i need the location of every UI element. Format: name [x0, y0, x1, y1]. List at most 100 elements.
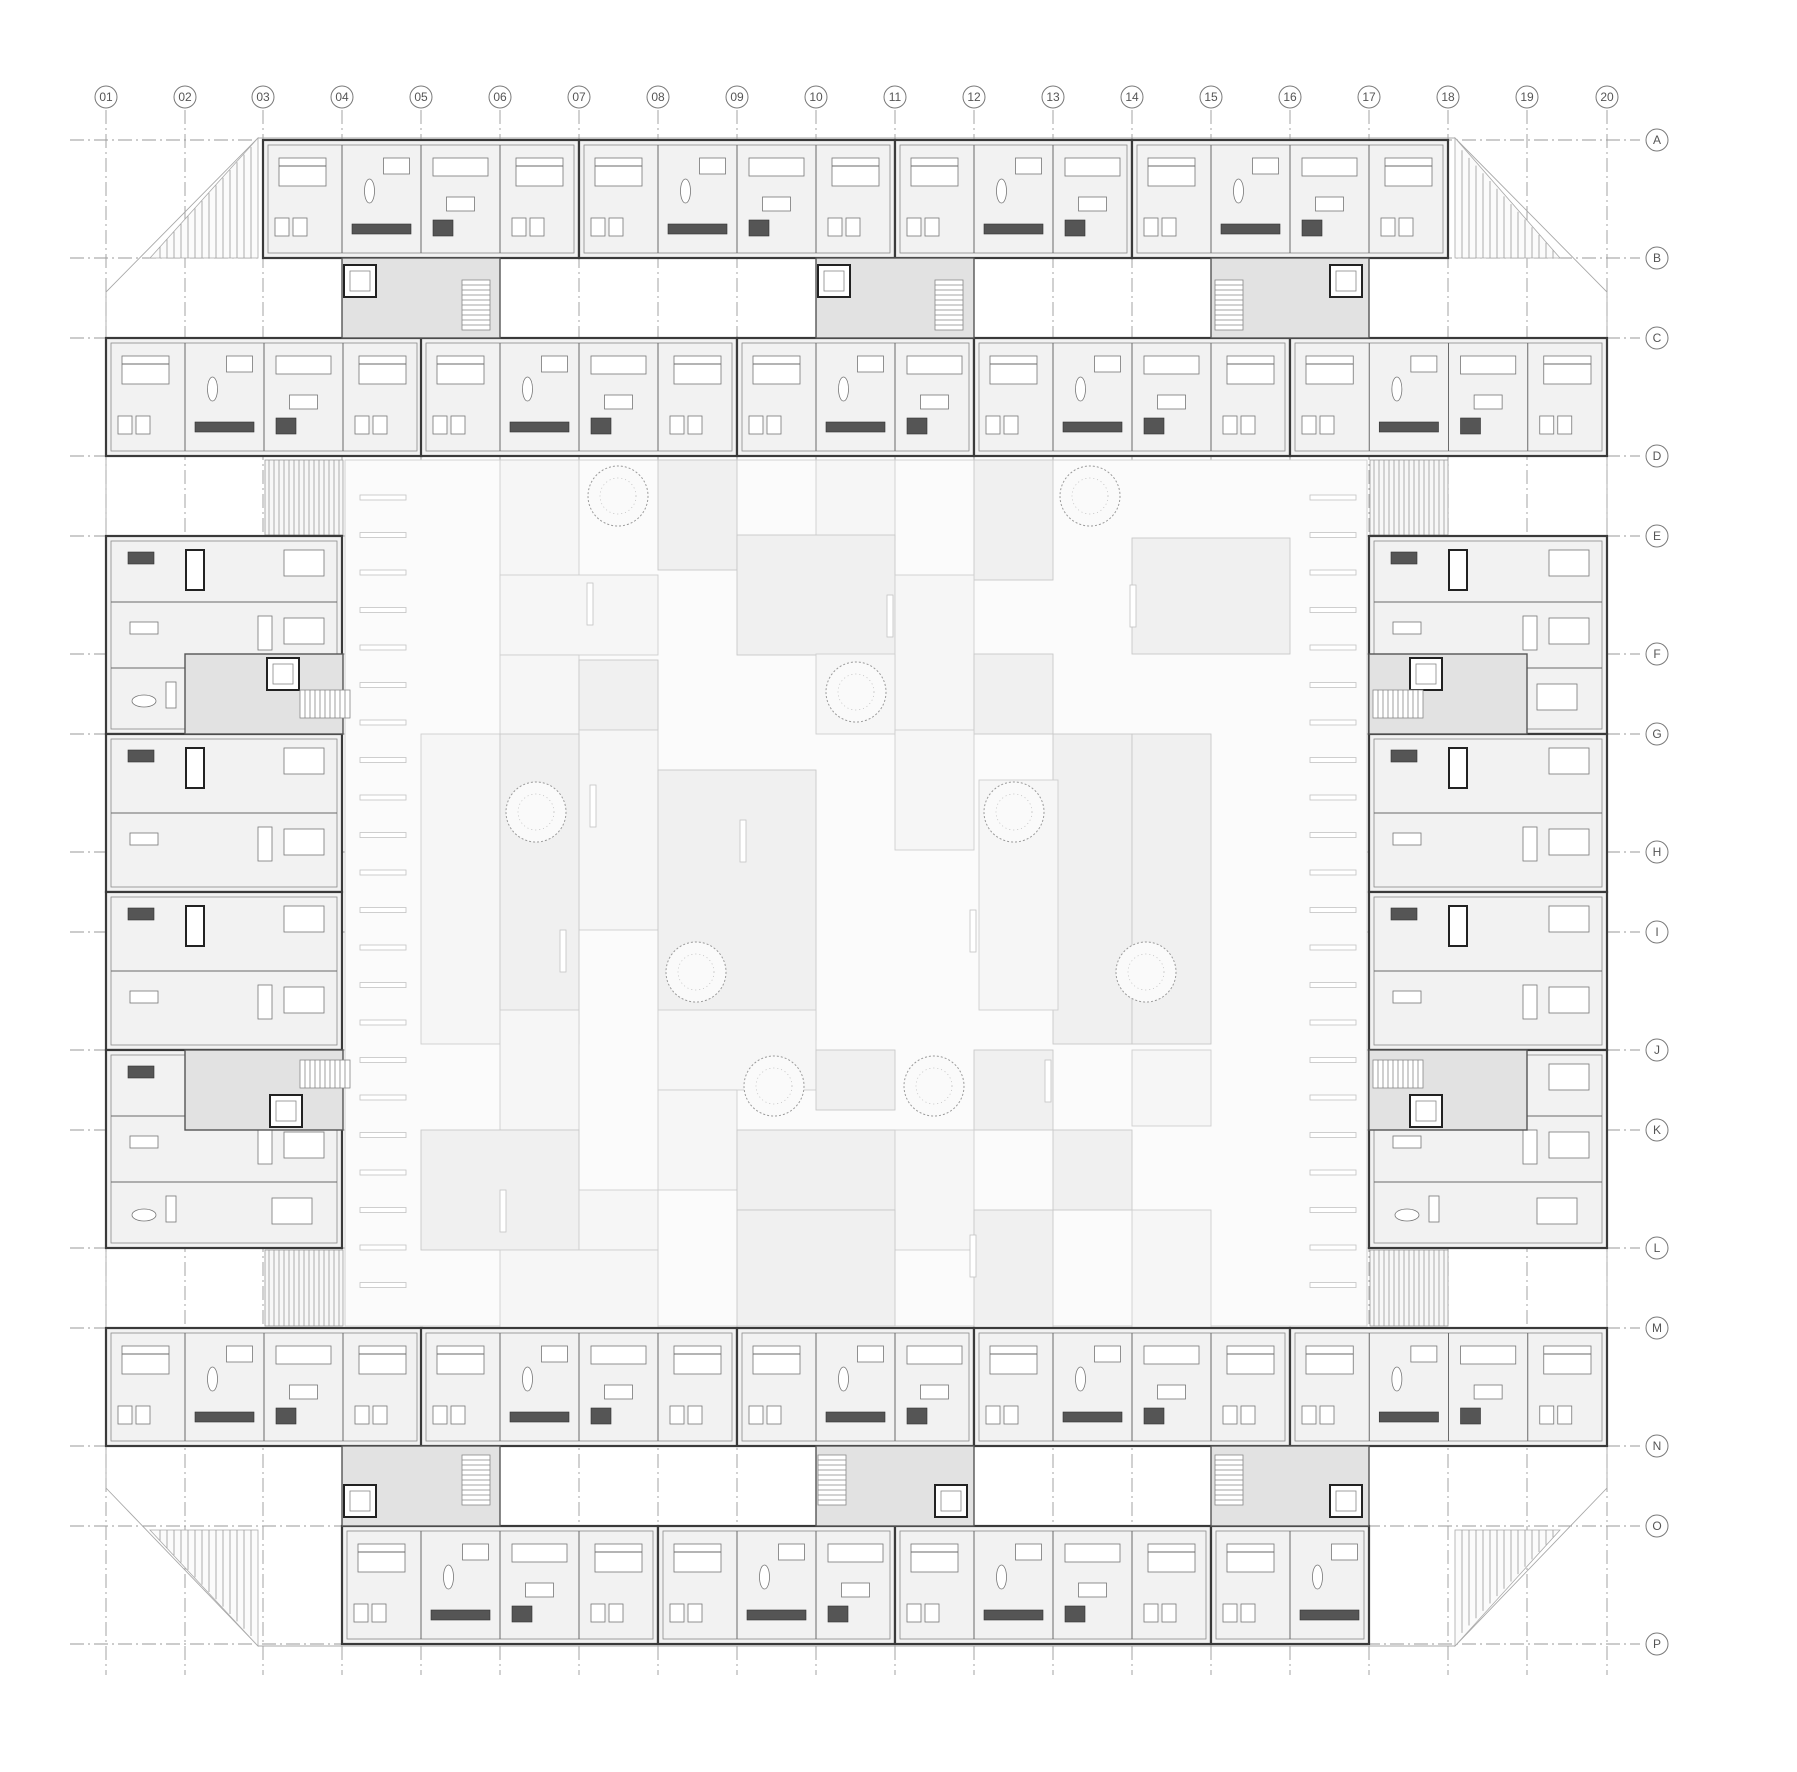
- kitchen-sink: [590, 1407, 612, 1425]
- table-icon: [841, 1582, 870, 1598]
- bed-icon: [673, 1543, 722, 1573]
- courtyard-paving: [973, 1209, 1054, 1331]
- table-icon: [131, 1208, 157, 1222]
- bath-icon: [135, 1405, 151, 1425]
- kitchen-counter: [127, 749, 155, 763]
- bed-icon: [673, 1345, 722, 1375]
- bed-icon: [358, 1345, 407, 1375]
- row-axis-label: H: [1653, 845, 1662, 859]
- bath-icon: [1240, 1405, 1256, 1425]
- bath-icon: [117, 415, 133, 435]
- courtyard-paving: [736, 1129, 896, 1211]
- bath-icon: [354, 415, 370, 435]
- courtyard-bench: [359, 569, 407, 576]
- sofa-icon: [748, 157, 805, 177]
- bed-icon: [283, 549, 325, 577]
- bed-icon: [910, 157, 959, 187]
- courtyard-seat: [969, 909, 977, 953]
- courtyard-bench: [359, 794, 407, 801]
- grid-bubble-icon: [725, 85, 749, 109]
- sofa-icon: [1143, 355, 1200, 375]
- bath-icon: [371, 1603, 387, 1623]
- courtyard-seat: [886, 594, 894, 638]
- bath-icon: [924, 1603, 940, 1623]
- courtyard-paving: [736, 534, 896, 656]
- bath-icon: [1539, 415, 1555, 435]
- kitchen-sink: [275, 417, 297, 435]
- column-axis-label: 02: [178, 90, 192, 104]
- courtyard-paving: [578, 659, 659, 731]
- lift-car: [1415, 663, 1437, 685]
- courtyard-paving: [499, 459, 580, 581]
- table-icon: [131, 694, 157, 708]
- lift-car: [1415, 1100, 1437, 1122]
- lift-car: [823, 270, 845, 292]
- table-icon: [462, 1543, 489, 1561]
- bath-icon: [450, 415, 466, 435]
- column-axis-label: 16: [1283, 90, 1297, 104]
- bath-icon: [529, 217, 545, 237]
- sofa-icon: [1064, 157, 1121, 177]
- courtyard-bench: [359, 757, 407, 763]
- grid-bubble-icon: [1645, 1632, 1669, 1656]
- courtyard-bench: [1309, 869, 1357, 876]
- bath-icon: [766, 1405, 782, 1425]
- column-axis-label: 19: [1520, 90, 1534, 104]
- courtyard-paving: [815, 1049, 896, 1111]
- table-icon: [226, 355, 253, 373]
- kitchen-sink: [827, 1605, 849, 1623]
- grid-bubble-icon: [1645, 1434, 1669, 1458]
- bed-icon: [1226, 355, 1275, 385]
- grid-bubble-icon: [1645, 722, 1669, 746]
- column-axis-label: 17: [1362, 90, 1376, 104]
- outer-decks: [105, 136, 1608, 1648]
- kitchen-counter: [509, 1411, 570, 1423]
- lift-car: [349, 1490, 371, 1512]
- sofa-icon: [1460, 355, 1517, 375]
- row-axis-label: K: [1653, 1123, 1661, 1137]
- core-east-upper: [1368, 653, 1528, 735]
- table-icon: [1094, 355, 1121, 373]
- sofa-icon: [1064, 1543, 1121, 1563]
- grid-bubble-icon: [1199, 85, 1223, 109]
- courtyard-paving: [499, 1249, 659, 1329]
- grid-bubble-icon: [804, 85, 828, 109]
- courtyard-bench: [359, 907, 407, 913]
- bath-icon: [1240, 415, 1256, 435]
- table-icon: [1252, 157, 1279, 175]
- table-icon: [1394, 1208, 1420, 1222]
- bath-icon: [906, 217, 922, 237]
- kitchen-sink: [1460, 1407, 1481, 1425]
- kitchen-sink: [590, 417, 612, 435]
- column-axis-label: 12: [967, 90, 981, 104]
- table-icon: [1157, 1384, 1186, 1400]
- bed-icon: [1147, 1543, 1196, 1573]
- bath-icon: [906, 1603, 922, 1623]
- unit-inner-wall: [662, 1530, 891, 1640]
- grid-bubble-icon: [1278, 85, 1302, 109]
- unit-row-c-3: [735, 336, 976, 458]
- table-icon: [1233, 178, 1244, 204]
- lift-car: [349, 270, 371, 292]
- courtyard-bench: [1309, 1282, 1357, 1288]
- courtyard-bench: [1309, 944, 1357, 951]
- column-axis-label: 03: [256, 90, 270, 104]
- courtyard-bench: [359, 532, 407, 538]
- bath-icon: [1319, 1405, 1335, 1425]
- table-icon: [522, 376, 533, 402]
- kitchen-sink: [906, 417, 928, 435]
- column-axis-label: 14: [1125, 90, 1139, 104]
- table-icon: [838, 376, 849, 402]
- courtyard-bench: [359, 719, 407, 726]
- tree-canopy: [755, 1067, 793, 1105]
- bed-icon: [1226, 1345, 1275, 1375]
- table-icon: [857, 355, 884, 373]
- bed-icon: [271, 1197, 313, 1225]
- grid-bubble-icon: [330, 85, 354, 109]
- bath-icon: [1301, 415, 1317, 435]
- table-icon: [1075, 376, 1086, 402]
- tree-canopy: [995, 793, 1033, 831]
- unit-inner-wall: [741, 342, 970, 452]
- bath-icon: [590, 1603, 606, 1623]
- bath-icon: [1522, 984, 1538, 1020]
